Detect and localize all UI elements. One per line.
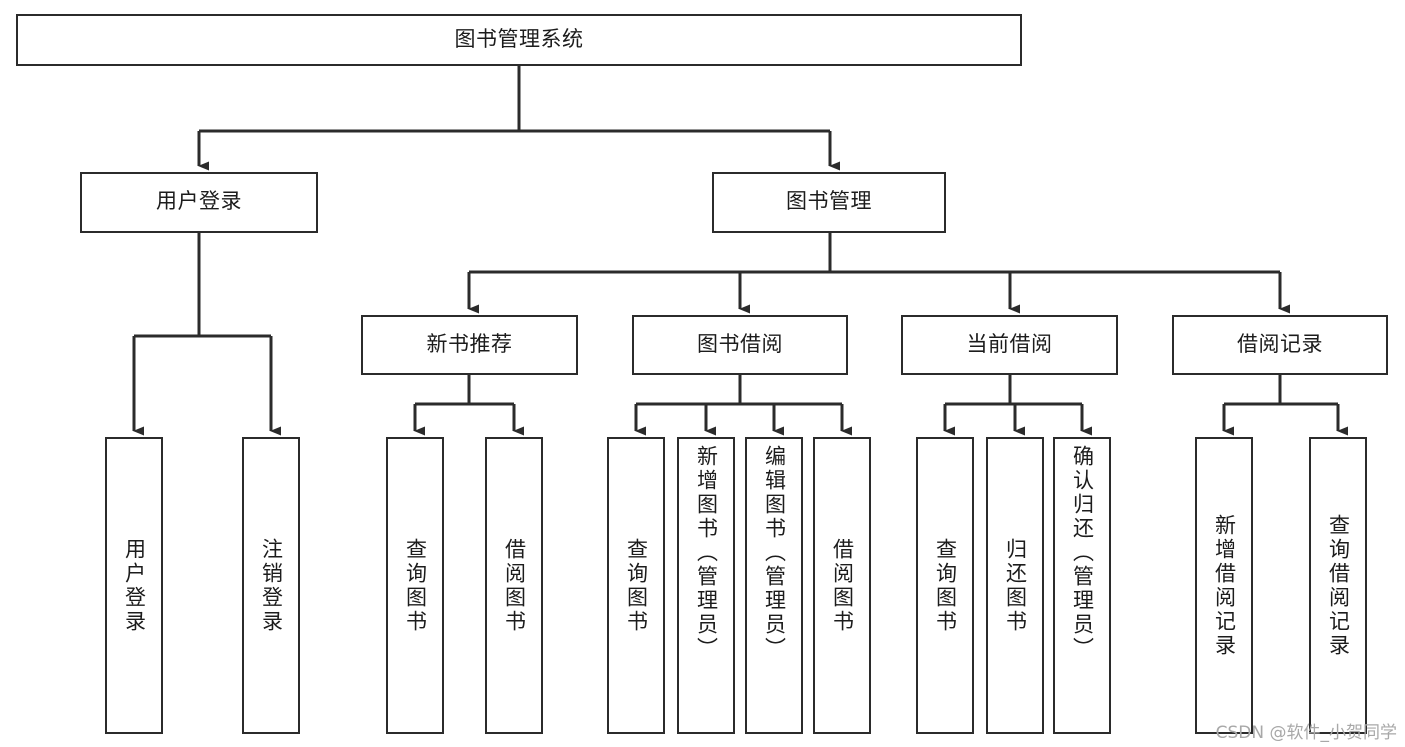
node-leaf-confirm-return[interactable]: 确认归还（管理员）	[1053, 437, 1111, 734]
csdn-watermark: CSDN @软件_小贺同学	[1215, 723, 1397, 743]
node-leaf-add-record-label: 新增借阅记录	[1212, 513, 1236, 658]
node-new-book-recommend[interactable]: 新书推荐	[361, 315, 578, 375]
node-leaf-add-record[interactable]: 新增借阅记录	[1195, 437, 1253, 734]
node-user-login[interactable]: 用户登录	[80, 172, 318, 233]
node-leaf-edit-book[interactable]: 编辑图书（管理员）	[745, 437, 803, 734]
node-borrow-record[interactable]: 借阅记录	[1172, 315, 1388, 375]
node-root-label: 图书管理系统	[454, 27, 584, 51]
node-leaf-add-book-label: 新增图书（管理员）	[694, 445, 718, 661]
node-book-borrow[interactable]: 图书借阅	[632, 315, 848, 375]
node-leaf-query-book-1[interactable]: 查询图书	[386, 437, 444, 734]
node-leaf-return-book[interactable]: 归还图书	[986, 437, 1044, 734]
node-leaf-return-book-label: 归还图书	[1003, 537, 1027, 634]
node-leaf-query-book-3-label: 查询图书	[933, 537, 957, 634]
node-leaf-borrow-book-2[interactable]: 借阅图书	[813, 437, 871, 734]
node-leaf-add-book[interactable]: 新增图书（管理员）	[677, 437, 735, 734]
node-leaf-query-book-2-label: 查询图书	[624, 537, 648, 634]
node-leaf-query-book-3[interactable]: 查询图书	[916, 437, 974, 734]
node-root[interactable]: 图书管理系统	[16, 14, 1022, 66]
node-book-manage-label: 图书管理	[786, 190, 872, 214]
node-user-login-label: 用户登录	[156, 190, 242, 214]
node-current-borrow[interactable]: 当前借阅	[901, 315, 1118, 375]
node-leaf-logout[interactable]: 注销登录	[242, 437, 300, 734]
node-leaf-borrow-book-1[interactable]: 借阅图书	[485, 437, 543, 734]
node-leaf-logout-label: 注销登录	[259, 537, 283, 634]
node-leaf-edit-book-label: 编辑图书（管理员）	[762, 445, 786, 661]
node-leaf-user-login-label: 用户登录	[122, 537, 146, 634]
node-leaf-borrow-book-1-label: 借阅图书	[502, 537, 526, 634]
node-leaf-query-book-1-label: 查询图书	[403, 537, 427, 634]
node-book-manage[interactable]: 图书管理	[712, 172, 946, 233]
node-leaf-confirm-return-label: 确认归还（管理员）	[1070, 445, 1094, 661]
node-leaf-borrow-book-2-label: 借阅图书	[830, 537, 854, 634]
node-leaf-user-login[interactable]: 用户登录	[105, 437, 163, 734]
node-leaf-query-book-2[interactable]: 查询图书	[607, 437, 665, 734]
node-book-borrow-label: 图书借阅	[697, 332, 783, 356]
node-new-book-recommend-label: 新书推荐	[426, 332, 513, 356]
node-borrow-record-label: 借阅记录	[1237, 332, 1323, 356]
node-leaf-query-record-label: 查询借阅记录	[1326, 513, 1350, 658]
node-leaf-query-record[interactable]: 查询借阅记录	[1309, 437, 1367, 734]
node-current-borrow-label: 当前借阅	[966, 332, 1053, 356]
